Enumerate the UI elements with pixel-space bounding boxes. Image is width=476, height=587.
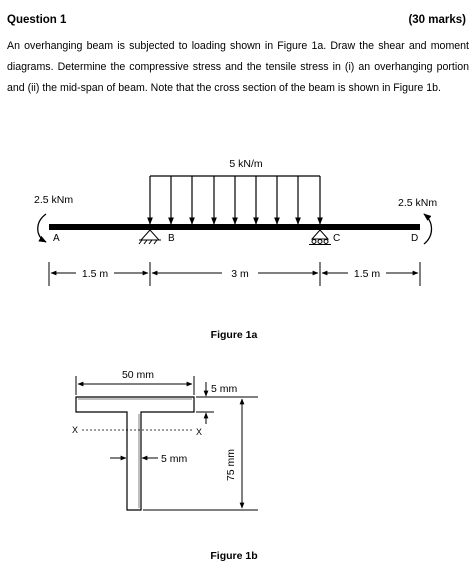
span-mid-label: 3 m bbox=[231, 268, 249, 280]
point-a-label: A bbox=[53, 233, 60, 244]
flange-thickness-label: 5 mm bbox=[211, 383, 238, 395]
point-b-label: B bbox=[168, 233, 175, 244]
question-title: Question 1 bbox=[7, 14, 67, 26]
point-d-label: D bbox=[411, 233, 418, 244]
pin-support-b bbox=[138, 229, 161, 245]
flange-width-dimension bbox=[75, 376, 195, 395]
axis-left-label: X bbox=[72, 425, 78, 435]
moment-left-arrow bbox=[37, 213, 47, 243]
t-section bbox=[75, 396, 195, 511]
figure-1a: 5 kN/m B C A D 2.5 kNm 2.5 kNm bbox=[34, 158, 437, 341]
flange-thickness-dimension bbox=[196, 382, 258, 424]
question-marks: (30 marks) bbox=[408, 14, 466, 26]
distributed-load bbox=[147, 175, 323, 225]
moment-right-arrow bbox=[423, 213, 433, 245]
total-depth-label: 75 mm bbox=[225, 449, 237, 481]
figure-1a-caption: Figure 1a bbox=[211, 329, 258, 341]
span-right-label: 1.5 m bbox=[354, 268, 381, 280]
roller-support-c bbox=[309, 229, 331, 245]
load-label: 5 kN/m bbox=[229, 158, 263, 170]
web-thickness-label: 5 mm bbox=[161, 453, 188, 465]
question-body: An overhanging beam is subjected to load… bbox=[7, 36, 469, 99]
beam bbox=[49, 224, 420, 230]
flange-width-label: 50 mm bbox=[122, 369, 154, 381]
span-left-label: 1.5 m bbox=[82, 268, 109, 280]
total-depth-dimension bbox=[143, 398, 258, 511]
figure-1b: X X 50 mm 5 mm 5 mm 75 mm Figure 1 bbox=[72, 369, 258, 562]
figure-1b-caption: Figure 1b bbox=[210, 550, 257, 562]
span-dimension bbox=[48, 262, 421, 286]
axis-right-label: X bbox=[196, 427, 202, 437]
moment-right-label: 2.5 kNm bbox=[398, 197, 437, 209]
question-text: An overhanging beam is subjected to load… bbox=[7, 40, 469, 94]
point-c-label: C bbox=[333, 233, 340, 244]
moment-left-label: 2.5 kNm bbox=[34, 194, 73, 206]
